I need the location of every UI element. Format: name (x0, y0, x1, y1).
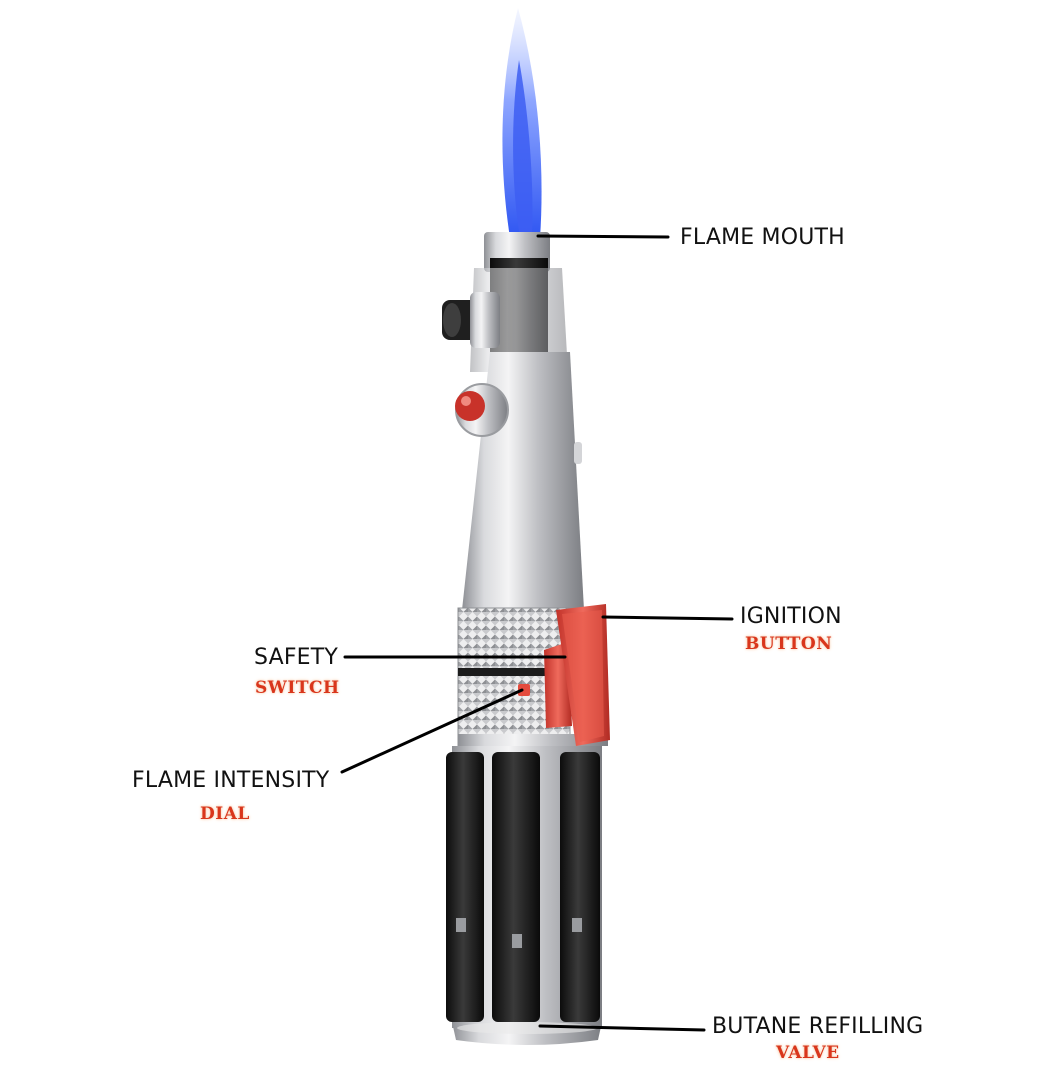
label-butane-refilling: BUTANE REFILLING (712, 1014, 924, 1039)
leader-flame-mouth (536, 234, 670, 239)
label-ignition: IGNITION (740, 604, 842, 629)
sublabel-butane-valve: VALVE (776, 1043, 840, 1063)
label-flame-mouth: FLAME MOUTH (680, 225, 845, 250)
intensity-dial-marker (518, 684, 530, 696)
sublabel-flame-intensity-dial: DIAL (200, 804, 250, 824)
sublabel-safety-switch: SWITCH (255, 678, 340, 698)
sublabel-ignition-button: BUTTON (745, 634, 833, 654)
label-flame-intensity: FLAME INTENSITY (132, 768, 330, 793)
label-safety: SAFETY (254, 645, 339, 670)
top-red-button (455, 391, 485, 421)
leader-flame-intensity (340, 688, 524, 774)
leader-ignition (601, 615, 734, 621)
leader-butane (538, 1024, 706, 1032)
